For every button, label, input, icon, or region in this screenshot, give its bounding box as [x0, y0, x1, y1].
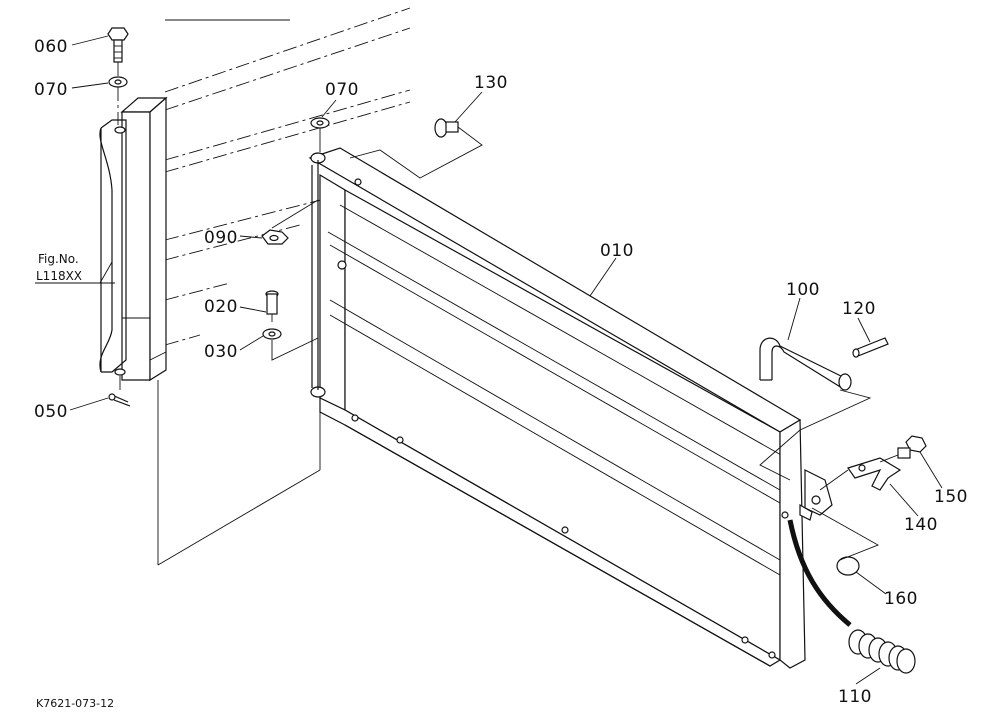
- washer-070-gate: [310, 117, 330, 152]
- pin-020: [265, 290, 279, 322]
- callout-070-gate: 070: [325, 80, 359, 100]
- washer-070-post: [108, 62, 128, 125]
- callout-070-post: 070: [34, 80, 68, 100]
- tailgate-panel-010: [308, 147, 806, 669]
- bolt-130: [349, 118, 483, 179]
- corner-post: [99, 96, 321, 566]
- callout-030: 030: [204, 342, 238, 362]
- washer-030: [262, 199, 319, 361]
- bracket-140: [819, 457, 902, 491]
- callout-060: 060: [34, 37, 68, 57]
- nut-090: [261, 229, 289, 245]
- callout-090: 090: [204, 228, 238, 248]
- callout-140: 140: [904, 515, 938, 535]
- callout-020: 020: [204, 297, 238, 317]
- callout-100: 100: [786, 280, 820, 300]
- callout-050: 050: [34, 402, 68, 422]
- spring-110: [787, 519, 916, 674]
- cap-160: [811, 507, 880, 576]
- latch-bracket: [799, 469, 833, 521]
- drawing-code: K7621-073-12: [36, 697, 114, 710]
- callout-010: 010: [600, 241, 634, 261]
- bed-side-rails: [164, 7, 411, 346]
- callout-160: 160: [884, 589, 918, 609]
- callout-130: 130: [474, 73, 508, 93]
- leader-lines: [35, 35, 943, 685]
- bolt-060: [107, 27, 129, 63]
- callout-110: 110: [838, 687, 872, 707]
- callout-120: 120: [842, 299, 876, 319]
- fig-ref-label: Fig.No.: [38, 252, 79, 266]
- bolt-150: [879, 435, 927, 463]
- handle-100: [759, 337, 872, 481]
- pin-120: [852, 337, 889, 358]
- fig-ref-number: L118XX: [36, 269, 82, 283]
- callout-150: 150: [934, 487, 968, 507]
- cotter-050: [108, 376, 131, 407]
